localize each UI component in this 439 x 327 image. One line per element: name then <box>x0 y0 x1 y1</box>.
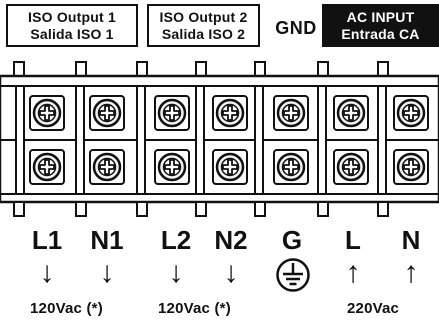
rail-foot <box>13 201 25 217</box>
iso-output-2-header: ISO Output 2 Salida ISO 2 <box>147 4 260 47</box>
rail-foot <box>75 201 87 217</box>
screw-icon <box>212 149 248 185</box>
terminal-divider <box>15 85 25 195</box>
iso-output-1-title: ISO Output 1 <box>28 8 116 25</box>
arrow-down-icon-l2: ↓ <box>168 256 184 289</box>
arrow-up-icon-n: ↑ <box>403 256 419 289</box>
terminal-divider <box>254 85 264 195</box>
screw-icon <box>212 95 248 131</box>
terminal-label-l2: L2 <box>160 225 192 255</box>
rail-foot <box>195 201 207 217</box>
rail-foot <box>317 201 329 217</box>
rail-foot <box>136 201 148 217</box>
terminal-label-g: G <box>281 225 303 255</box>
rail-foot <box>377 201 389 217</box>
iso-output-2-title: ISO Output 2 <box>159 8 248 25</box>
ac-input-subtitle: Entrada CA <box>341 25 420 42</box>
rail-foot <box>254 201 266 217</box>
terminal-label-n1: N1 <box>90 225 124 255</box>
terminal-divider <box>195 85 205 195</box>
terminal-block <box>0 61 439 217</box>
terminal-label-n: N <box>401 225 421 255</box>
terminal-divider <box>136 85 146 195</box>
screw-icon <box>29 95 65 131</box>
arrow-down-icon-n1: ↓ <box>99 256 115 289</box>
screw-icon <box>89 95 125 131</box>
screw-icon <box>273 95 309 131</box>
terminal-label-n2: N2 <box>214 225 248 255</box>
screw-icon <box>333 149 369 185</box>
terminal-divider <box>75 85 85 195</box>
ac-input-voltage: 220Vac <box>347 300 400 317</box>
ac-input-header: AC INPUT Entrada CA <box>322 4 439 47</box>
arrow-down-icon-n2: ↓ <box>223 256 239 289</box>
screw-icon <box>29 149 65 185</box>
terminal-divider <box>377 85 387 195</box>
screw-icon <box>333 95 369 131</box>
screw-icon <box>154 149 190 185</box>
terminal-label-l: L <box>345 225 361 255</box>
iso-output-2-subtitle: Salida ISO 2 <box>161 25 246 42</box>
iso-output-1-subtitle: Salida ISO 1 <box>30 25 114 42</box>
gnd-header: GND <box>275 18 317 38</box>
terminal-label-l1: L1 <box>31 225 63 255</box>
ground-icon <box>276 258 310 292</box>
screw-icon <box>273 149 309 185</box>
iso-output-2-voltage: 120Vac (*) <box>158 300 231 317</box>
terminal-divider <box>317 85 327 195</box>
screw-icon <box>393 149 429 185</box>
arrow-up-icon-l: ↑ <box>345 256 361 289</box>
arrow-down-icon-l1: ↓ <box>39 256 55 289</box>
iso-output-1-voltage: 120Vac (*) <box>30 300 103 317</box>
screw-icon <box>393 95 429 131</box>
screw-icon <box>89 149 125 185</box>
iso-output-1-header: ISO Output 1 Salida ISO 1 <box>6 4 138 47</box>
ac-input-title: AC INPUT <box>346 8 415 25</box>
screw-icon <box>154 95 190 131</box>
